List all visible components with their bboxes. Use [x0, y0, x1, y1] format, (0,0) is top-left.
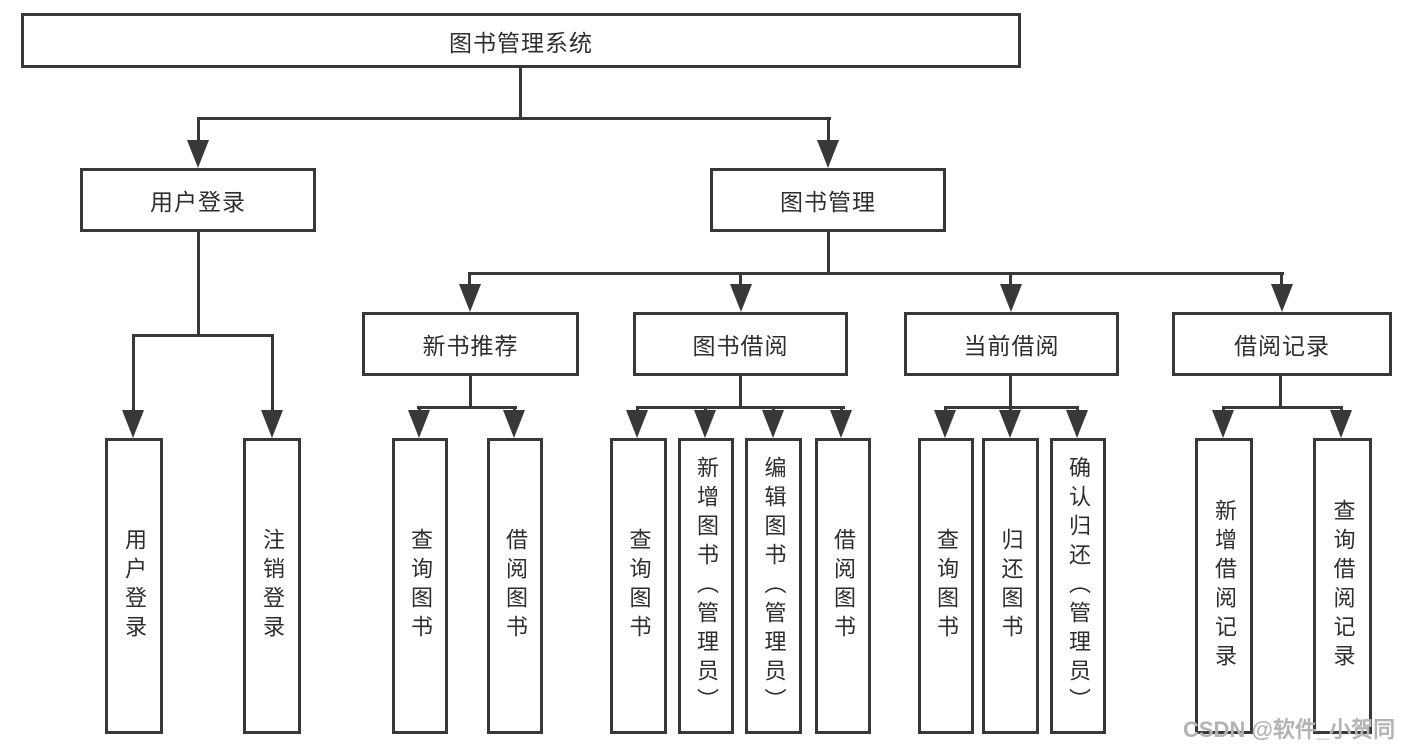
connector-root-vline: [519, 67, 522, 119]
arrowhead-bor-leaf-2: [694, 410, 716, 438]
connector-cur-vline: [1009, 375, 1012, 409]
arrowhead-sec-recommend: [459, 284, 481, 312]
arrowhead-recd-leaf-2: [1330, 410, 1352, 438]
leaf-cur-query-books: 查询图书: [918, 438, 974, 734]
leaf-bor-query-books: 查询图书: [610, 438, 667, 734]
arrowhead-bor-leaf-4: [830, 410, 852, 438]
connector-recd-hline: [1223, 406, 1343, 409]
node-book-management: 图书管理: [710, 168, 946, 232]
arrowhead-sec-borrow: [730, 284, 752, 312]
node-book-borrow: 图书借阅: [633, 312, 848, 376]
leaf-bor-edit-books-admin: 编辑图书（管理员）: [745, 438, 802, 734]
connector-root-hline: [197, 117, 831, 120]
connector-sec2-stem: [739, 272, 742, 288]
connector-rec-hline: [417, 406, 517, 409]
connector-mgmt-vline: [827, 231, 830, 275]
arrowhead-recd-leaf-1: [1212, 410, 1234, 438]
arrowhead-cur-leaf-2: [999, 410, 1021, 438]
node-new-book-recommend: 新书推荐: [362, 312, 579, 376]
node-borrow-records: 借阅记录: [1172, 312, 1392, 376]
connector-userlogin-stem: [197, 117, 200, 144]
node-root-library-system: 图书管理系统: [21, 13, 1021, 68]
connector-login-stem-1: [132, 334, 135, 412]
arrowhead-sec-current: [1000, 284, 1022, 312]
leaf-bor-borrow-books: 借阅图书: [815, 438, 871, 734]
connector-login-stem-2: [271, 334, 274, 412]
node-current-borrow: 当前借阅: [904, 312, 1119, 376]
arrowhead-rec-leaf-1: [408, 410, 430, 438]
leaf-cur-return-books: 归还图书: [982, 438, 1039, 734]
leaf-bor-add-books-admin: 新增图书（管理员）: [678, 438, 734, 734]
arrowhead-bor-leaf-1: [626, 410, 648, 438]
arrowhead-login-leaf-2: [261, 410, 283, 438]
connector-bor-hline: [637, 406, 845, 409]
connector-cur-hline: [945, 406, 1079, 409]
arrowhead-cur-leaf-3: [1066, 410, 1088, 438]
arrowhead-rec-leaf-2: [503, 410, 525, 438]
connector-sec4-stem: [1280, 272, 1283, 288]
connector-sec3-stem: [1009, 272, 1012, 288]
leaf-query-borrow-record: 查询借阅记录: [1313, 438, 1372, 734]
arrowhead-user-login: [187, 140, 209, 168]
arrowhead-book-mgmt: [817, 140, 839, 168]
leaf-rec-query-books: 查询图书: [392, 438, 448, 734]
arrowhead-bor-leaf-3: [762, 410, 784, 438]
connector-login-hline: [132, 334, 274, 337]
connector-bookmgmt-stem: [827, 117, 830, 144]
arrowhead-login-leaf-1: [122, 410, 144, 438]
leaf-add-borrow-record: 新增借阅记录: [1195, 438, 1253, 734]
connector-mgmt-hline: [468, 272, 1284, 275]
leaf-rec-borrow-books: 借阅图书: [487, 438, 543, 734]
connector-rec-vline: [469, 375, 472, 409]
leaf-user-login: 用户登录: [105, 438, 163, 734]
leaf-logout: 注销登录: [243, 438, 301, 734]
connector-sec1-stem: [468, 272, 471, 288]
arrowhead-sec-records: [1271, 284, 1293, 312]
arrowhead-cur-leaf-1: [934, 410, 956, 438]
csdn-watermark: CSDN @软件_小贺同学: [1183, 717, 1396, 742]
node-user-login: 用户登录: [80, 168, 316, 232]
connector-recd-vline: [1279, 375, 1282, 409]
connector-login-vline: [197, 231, 200, 337]
connector-bor-vline: [739, 375, 742, 409]
leaf-cur-confirm-return-admin: 确认归还（管理员）: [1050, 438, 1106, 734]
